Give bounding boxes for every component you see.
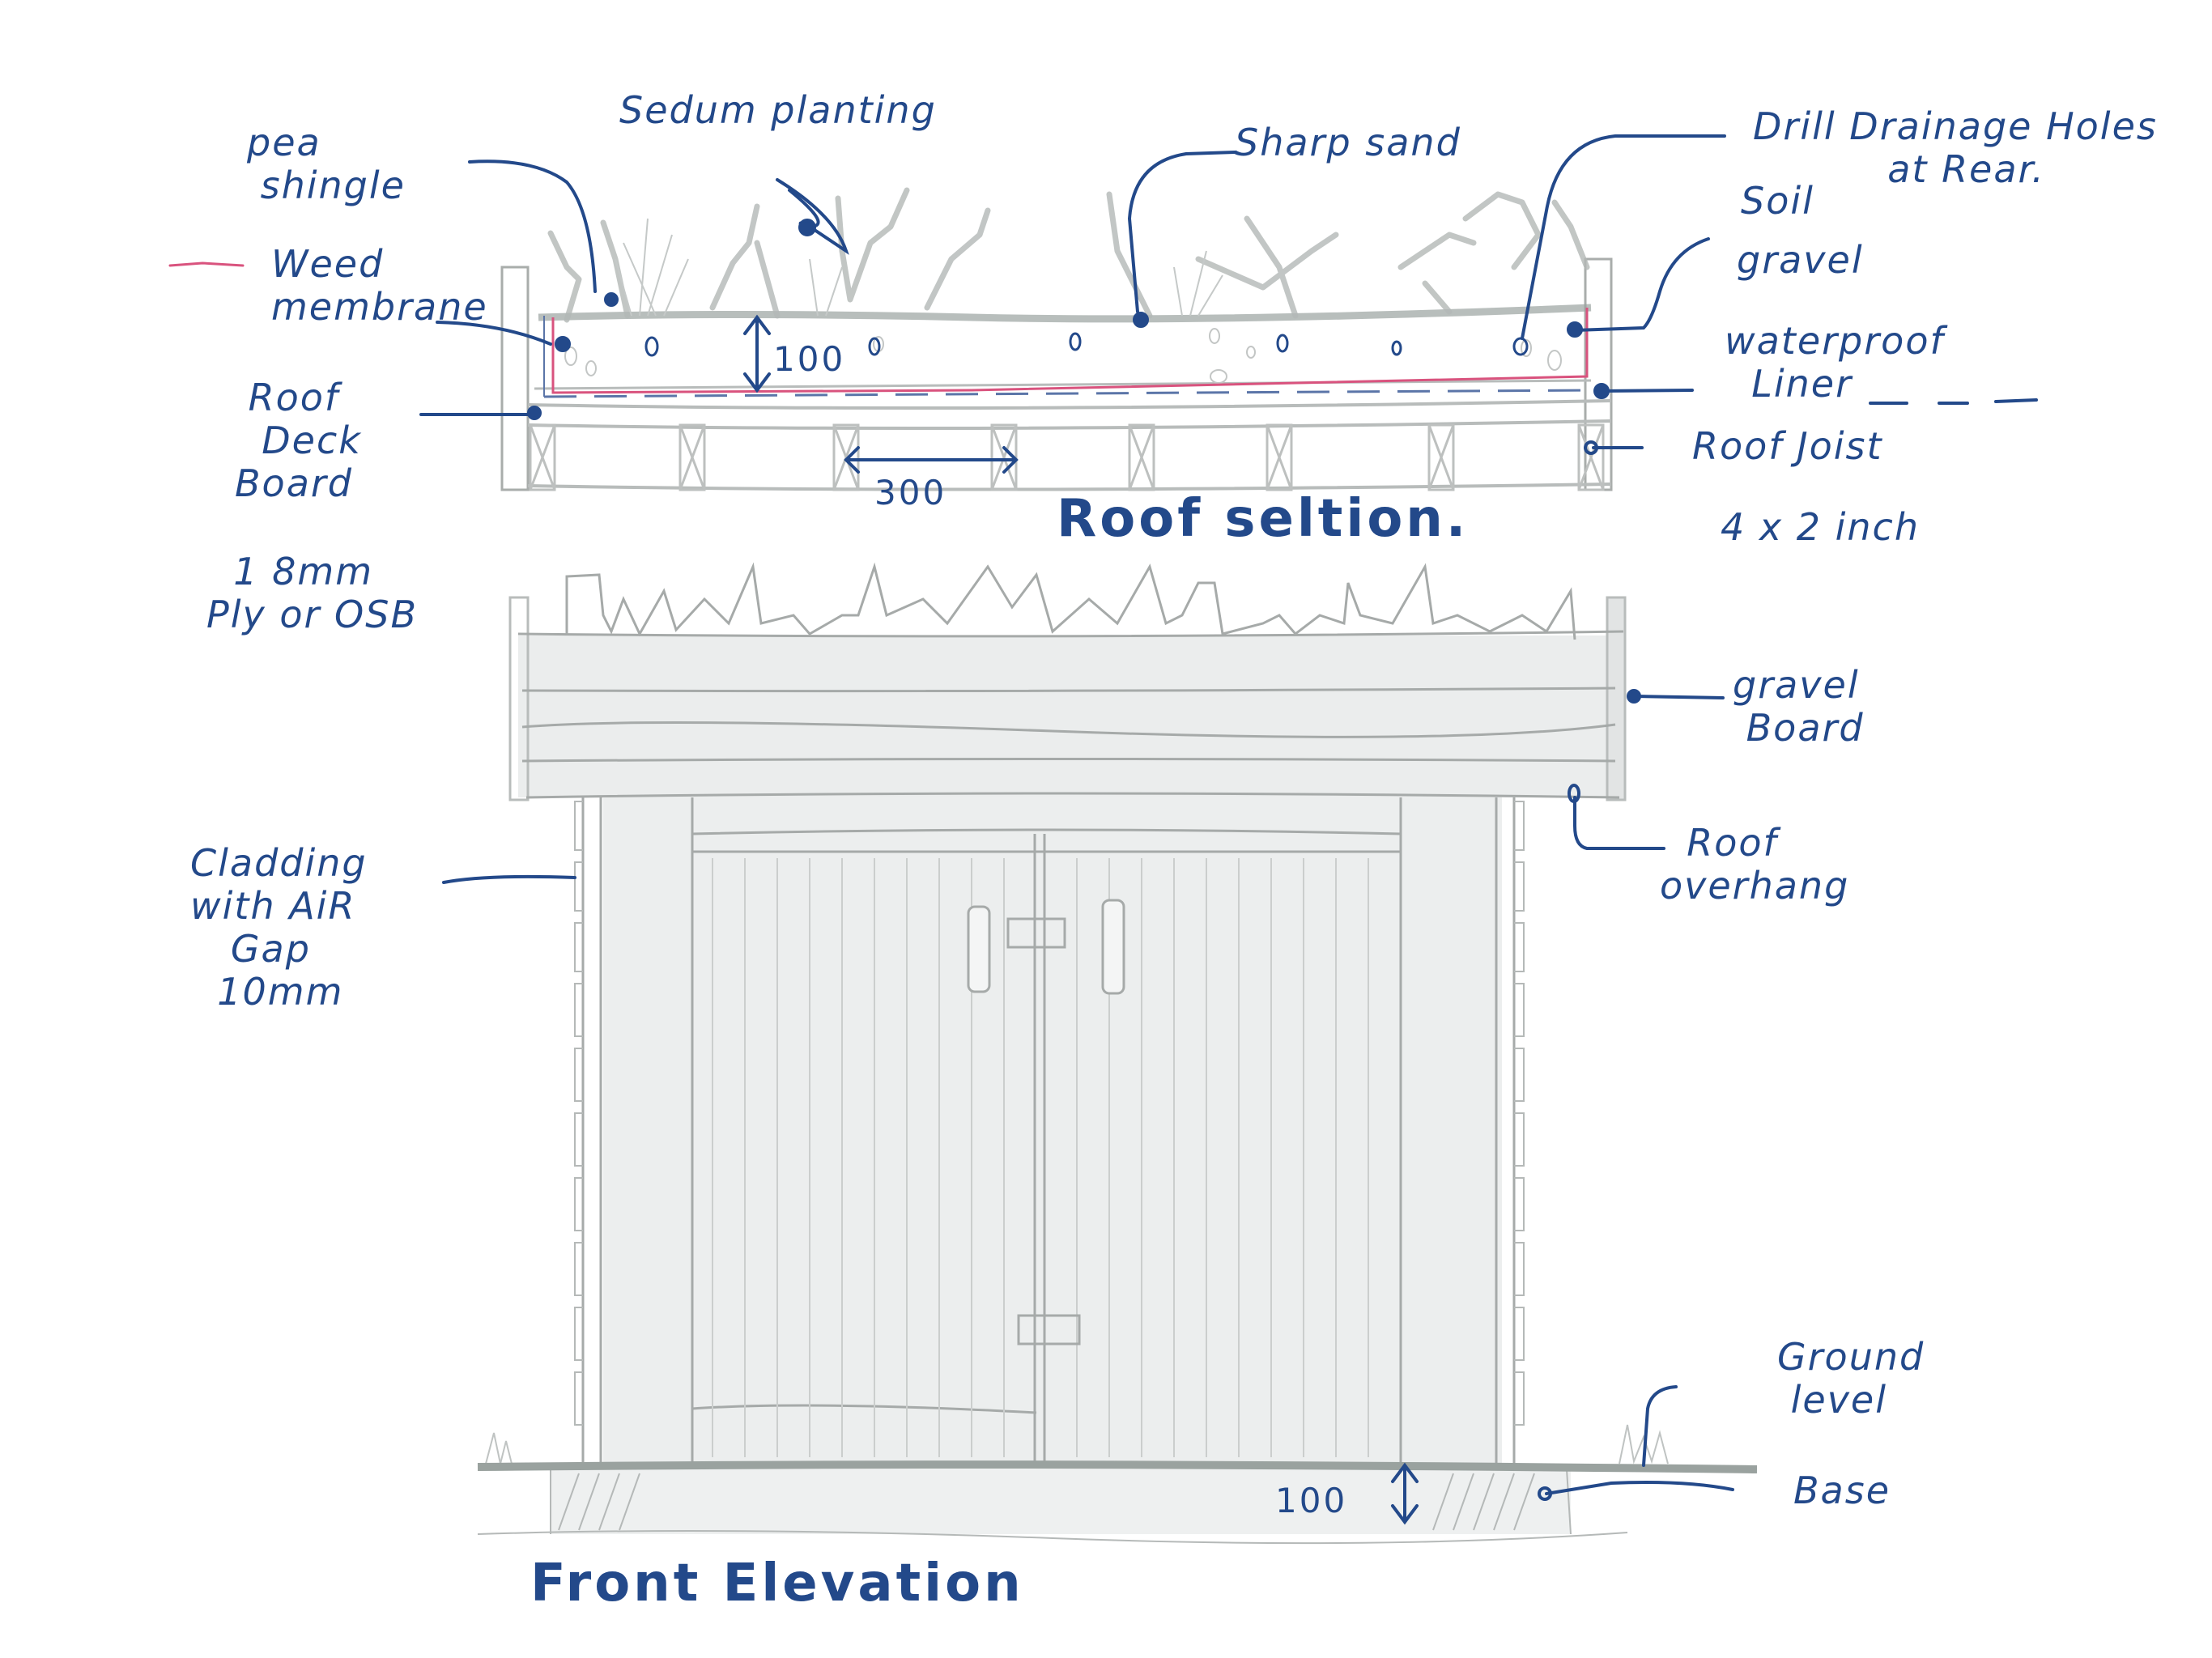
- ground-level-line: [477, 1460, 1758, 1473]
- joist-bottom-line: [527, 483, 1612, 491]
- gravel-board: [518, 636, 1623, 797]
- label-deck-spec: 1 8mm Ply or OSB: [206, 550, 419, 636]
- dimension-joist-spacing: 300: [874, 473, 947, 512]
- roof-section-left-post: [500, 266, 530, 491]
- label-cladding: Cladding with AiR Gap 10mm: [190, 841, 368, 1014]
- front-elevation-leaders: [442, 689, 1734, 1525]
- roof-section-title: Roof seltion.: [1057, 489, 1470, 549]
- label-sedum-planting: Sedum planting: [619, 88, 937, 132]
- label-base: Base: [1793, 1469, 1891, 1512]
- roof-section-leaders: [168, 134, 2038, 474]
- joist-spacing-arrow: [844, 446, 1019, 474]
- base-slab: [551, 1469, 1571, 1534]
- waterproof-liner-line: [543, 389, 1600, 398]
- depth-dimension-arrow: [743, 314, 771, 393]
- weed-membrane-line: [551, 308, 1589, 394]
- front-elevation-title: Front Elevation: [530, 1554, 1024, 1613]
- label-roof-joist: Roof Joist: [1692, 424, 1883, 468]
- sedum-plants: [547, 187, 1590, 323]
- cladding-battens: [574, 801, 1525, 1426]
- door-handles: [967, 899, 1125, 1346]
- shed-body: [603, 797, 1502, 1465]
- dimension-depth: 100: [773, 339, 846, 379]
- door-planks: [712, 858, 1369, 1457]
- label-gravel-board: gravel Board: [1733, 663, 1865, 750]
- roof-section-drawing: [500, 187, 1613, 491]
- roof-deck-board-bottom: [527, 419, 1612, 430]
- gravel-pebbles: [564, 328, 1562, 384]
- label-joist-size: 4 x 2 inch: [1721, 505, 1921, 549]
- soil-surface-line: [538, 304, 1592, 323]
- label-soil: Soil: [1741, 179, 1814, 223]
- label-pea-shingle: pea shingle: [247, 121, 406, 207]
- roof-deck-board-top: [527, 399, 1612, 410]
- label-roof-overhang: Roof overhang: [1660, 821, 1850, 908]
- label-gravel: gravel: [1737, 238, 1864, 282]
- label-waterproof-liner: waterproof Liner: [1725, 319, 1945, 406]
- grass-blades: [615, 218, 1223, 317]
- front-elevation-drawing: [477, 562, 1758, 1545]
- pea-shingle-leader: [468, 159, 597, 293]
- base-depth-arrow: [1391, 1462, 1419, 1525]
- label-roof-deck-board: Roof Deck Board: [235, 376, 362, 505]
- label-ground-level: Ground level: [1777, 1335, 1925, 1422]
- label-drill-drainage-holes: Drill Drainage Holes at Rear.: [1753, 104, 2158, 191]
- dimension-base-depth: 100: [1275, 1481, 1348, 1520]
- base-hatching: [477, 1469, 1628, 1545]
- label-sharp-sand: Sharp sand: [1235, 121, 1461, 164]
- label-weed-membrane: Weed membrane: [271, 242, 488, 329]
- roof-joists: [529, 423, 1605, 491]
